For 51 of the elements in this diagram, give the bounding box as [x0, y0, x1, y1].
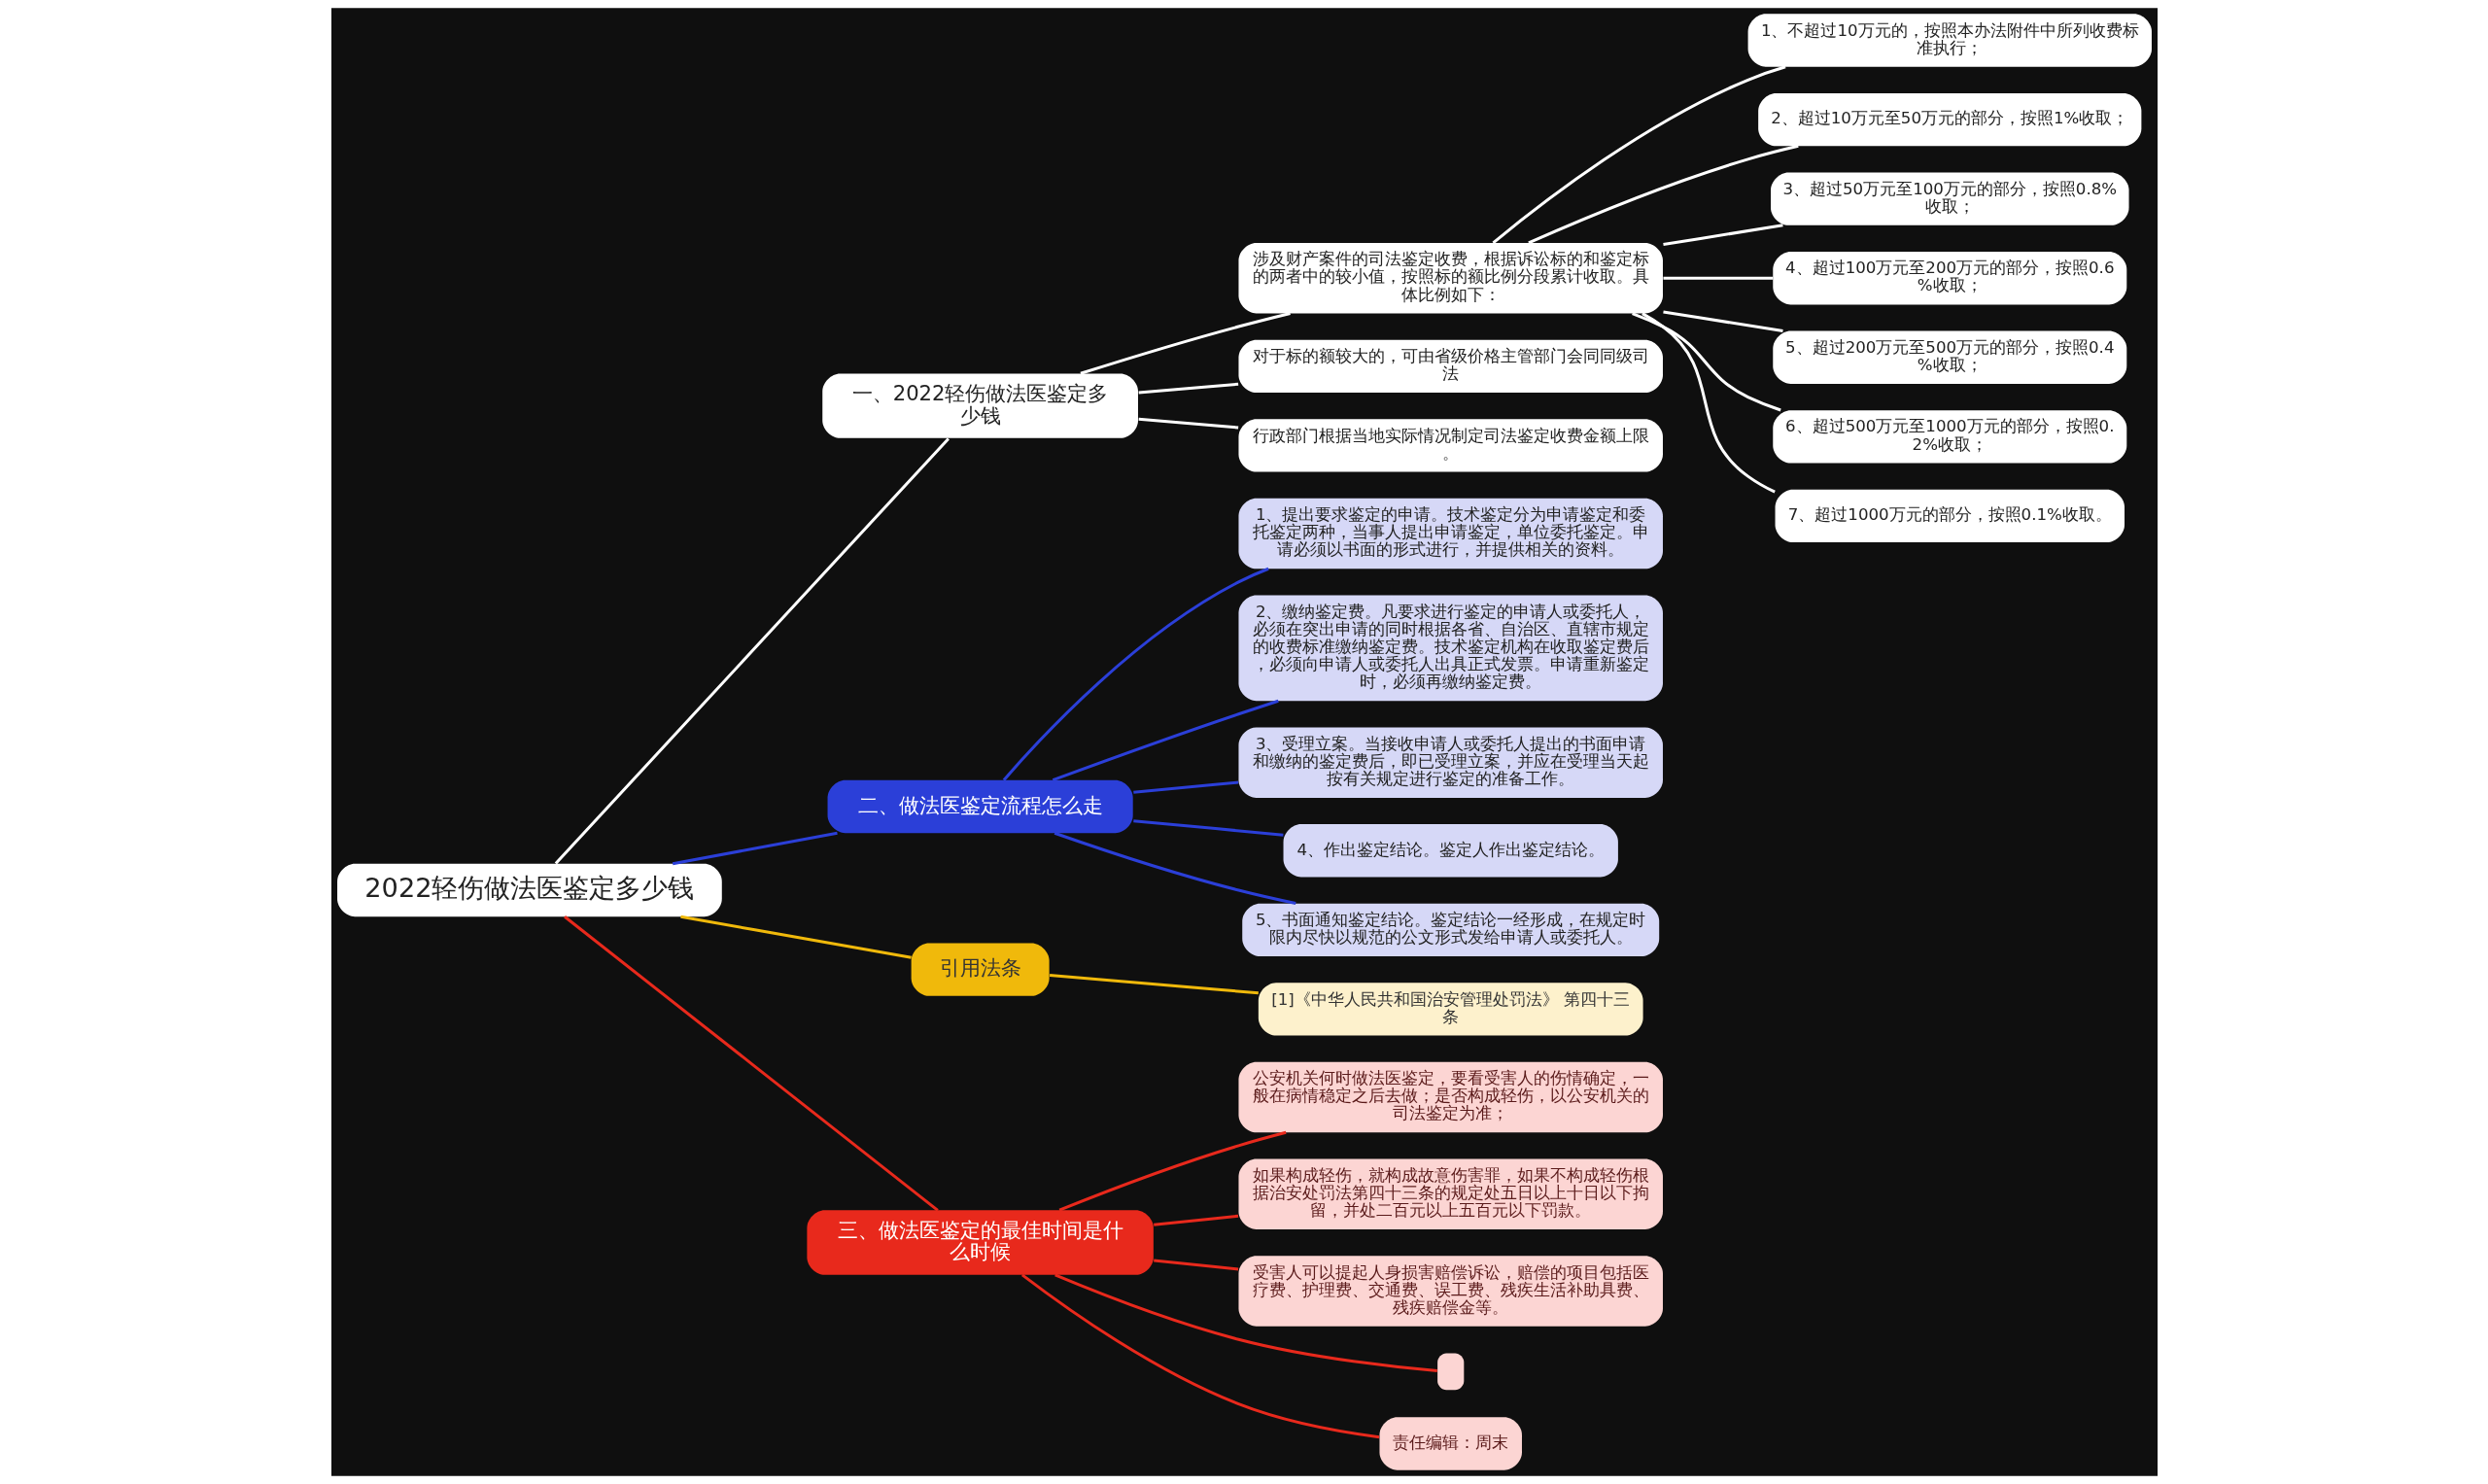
connector [1153, 1214, 1238, 1226]
node-box: 1、提出要求鉴定的申请。技术鉴定分为申请鉴定和委托鉴定两种，当事人提出申请鉴定，单位委托鉴定。申请必须以书面的形式进行，并提供相关的资料。 [1237, 498, 1663, 569]
connector [679, 915, 912, 959]
node-box: 如果构成轻伤，就构成故意伤害罪，如果不构成轻伤根据治安处罚法第四十三条的规定处五日以上十日以下拘留，并处二百元以上五百元以下罚款。 [1237, 1158, 1663, 1229]
node-box: 7、超过1000万元的部分，按照0.1%收取。 [1775, 489, 2125, 543]
node-box: 受害人可以提起人身损害赔偿诉讼，赔偿的项目包括医疗费、护理费、交通费、误工费、残疾生活补助具费、残疾赔偿金等。 [1237, 1256, 1663, 1327]
connector [1020, 1273, 1379, 1439]
node-box: 2022轻伤做法医鉴定多少钱 [336, 863, 722, 917]
node-box: 5、超过200万元至500万元的部分，按照0.4%收取； [1772, 330, 2126, 384]
connector [1491, 65, 1786, 245]
connector [1052, 699, 1279, 782]
node-box: 5、书面通知鉴定结论。鉴定结论一经形成，在规定时限内尽快以规范的公文形式发给申请人或委托人。 [1241, 903, 1659, 957]
connector [1058, 1130, 1287, 1212]
connector [1641, 312, 1776, 494]
connector [1663, 276, 1773, 280]
connector [672, 831, 838, 866]
node-box: 二、做法医鉴定流程怎么走 [827, 779, 1133, 834]
connector [1138, 382, 1238, 395]
node-box: 2、超过10万元至50万元的部分，按照1%收取； [1757, 92, 2141, 147]
node-box: 4、作出鉴定结论。鉴定人作出鉴定结论。 [1283, 824, 1618, 878]
connector [1132, 819, 1284, 837]
connector [563, 915, 939, 1212]
connector [1153, 1259, 1238, 1271]
connector [1079, 312, 1291, 375]
node-box: 三、做法医鉴定的最佳时间是什么时候 [806, 1210, 1154, 1275]
node-box: 2、缴纳鉴定费。凡要求进行鉴定的申请人或委托人，必须在突出申请的同时根据各省、自治区、直辖市规定的收费标准缴纳鉴定费。技术鉴定机构在收取鉴定费后，必须向申请人或委托人出具正式发票。申请重新鉴定时，必须再缴纳鉴定费。 [1237, 595, 1663, 702]
node-box: 涉及财产案件的司法鉴定收费，根据诉讼标的和鉴定标的两者中的较小值，按照标的额比例分段累计收取。具体比例如下： [1237, 242, 1663, 314]
node-box: 一、2022轻伤做法医鉴定多少钱 [821, 373, 1138, 438]
node-box: 责任编辑：周末 [1378, 1417, 1522, 1470]
connector [1132, 780, 1238, 794]
node-box: 6、超过500万元至1000万元的部分，按照0.2%收取； [1772, 410, 2126, 464]
connector [1662, 310, 1783, 333]
node-box: [1]《中华人民共和国治安管理处罚法》 第四十三条 [1258, 983, 1643, 1036]
connector [1054, 831, 1296, 906]
node-box: 对于标的额较大的，可由省级价格主管部门会同同级司法 [1237, 339, 1663, 393]
connector [1054, 1273, 1437, 1372]
node-box: 行政部门根据当地实际情况制定司法鉴定收费金额上限。 [1237, 419, 1663, 472]
connector [554, 437, 950, 865]
node-box: 引用法条 [911, 943, 1050, 996]
connector [1631, 312, 1781, 412]
node-box: 公安机关何时做法医鉴定，要看受害人的伤情确定，一般在病情稳定之后去做；是否构成轻伤，以公安机关的司法鉴定为准； [1237, 1061, 1663, 1133]
node-box: 4、超过100万元至200万元的部分，按照0.6%收取； [1772, 252, 2126, 305]
connector [1049, 974, 1259, 995]
connector [1662, 224, 1783, 246]
connector [1527, 144, 1799, 245]
node-box: 1、不超过10万元的，按照本办法附件中所列收费标准执行； [1747, 14, 2152, 67]
node-box: 3、受理立案。当接收申请人或委托人提出的书面申请和缴纳的鉴定费后，即已受理立案，并应在受理当天起按有关规定进行鉴定的准备工作。 [1237, 727, 1663, 798]
connector [1138, 417, 1238, 430]
node-box [1436, 1353, 1464, 1391]
connector [1002, 567, 1269, 781]
node-box: 3、超过50万元至100万元的部分，按照0.8%收取； [1770, 172, 2129, 225]
